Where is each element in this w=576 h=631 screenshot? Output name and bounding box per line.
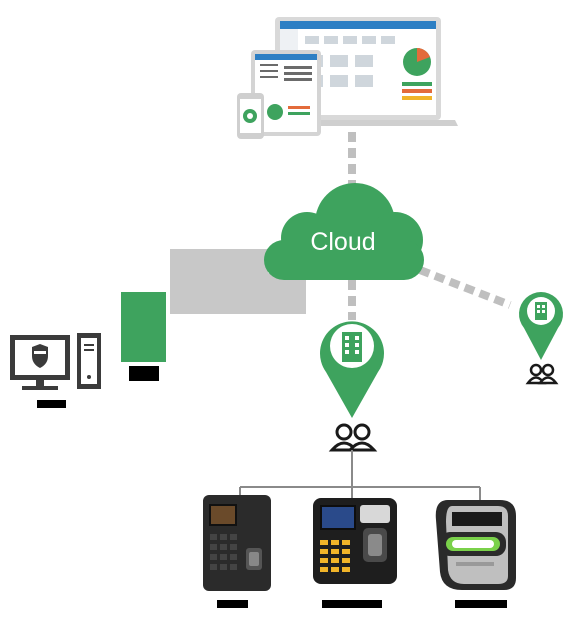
device2-caption-bar	[322, 600, 382, 608]
remote-users-icon	[525, 363, 559, 385]
device1-caption-bar	[217, 600, 248, 608]
fingerprint-keypad-terminal	[313, 498, 397, 584]
connector-cloud-to-server	[170, 249, 306, 314]
phone-dashboard	[237, 93, 264, 139]
device3-caption-bar	[455, 600, 507, 608]
tablet-dashboard	[251, 50, 321, 136]
users-icon	[328, 423, 378, 452]
server-caption-bar	[129, 366, 159, 381]
server-icon	[121, 292, 166, 362]
desktop-computer-icon	[10, 333, 101, 390]
keypad-fingerprint-terminal	[203, 495, 271, 591]
workstation-caption-bar	[37, 400, 66, 408]
connector-cloud-to-remote-site	[418, 266, 512, 309]
remote-building-pin-icon	[519, 292, 563, 360]
facial-recognition-terminal	[435, 500, 516, 590]
cloud-label: Cloud	[310, 228, 376, 256]
cloud-shape	[264, 183, 424, 280]
building-pin-icon	[320, 321, 384, 418]
device-tree-lines	[239, 450, 481, 500]
